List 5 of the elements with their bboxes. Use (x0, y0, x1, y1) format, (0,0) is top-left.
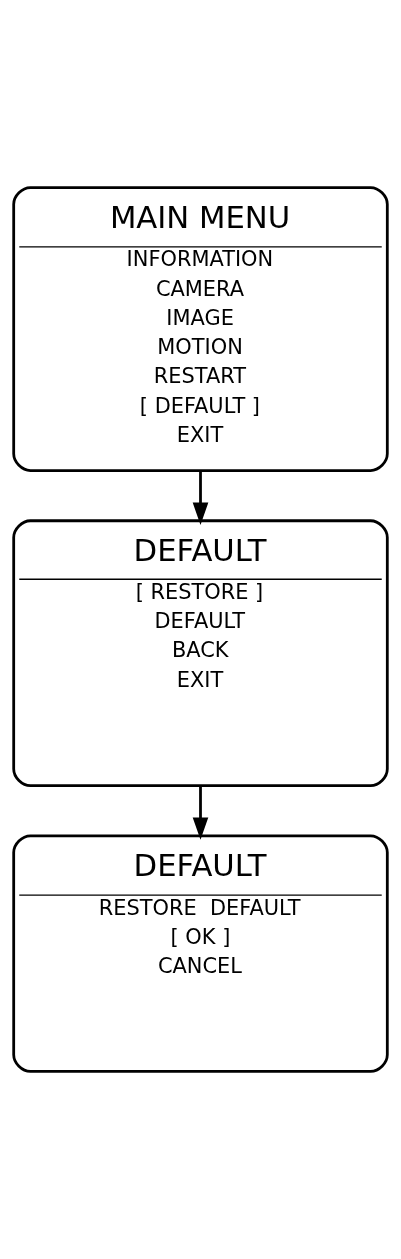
node-box: DEFAULT [ RESTORE ] DEFAULT BACK EXIT (12, 519, 389, 788)
node-box: DEFAULT RESTORE DEFAULT [ OK ] CANCEL (12, 834, 389, 1073)
arrow (192, 786, 209, 840)
arrow (192, 470, 209, 525)
node-box: MAIN MENU INFORMATION CAMERA IMAGE MOTION RESTART [ DEFAULT ] EXIT (12, 186, 389, 472)
